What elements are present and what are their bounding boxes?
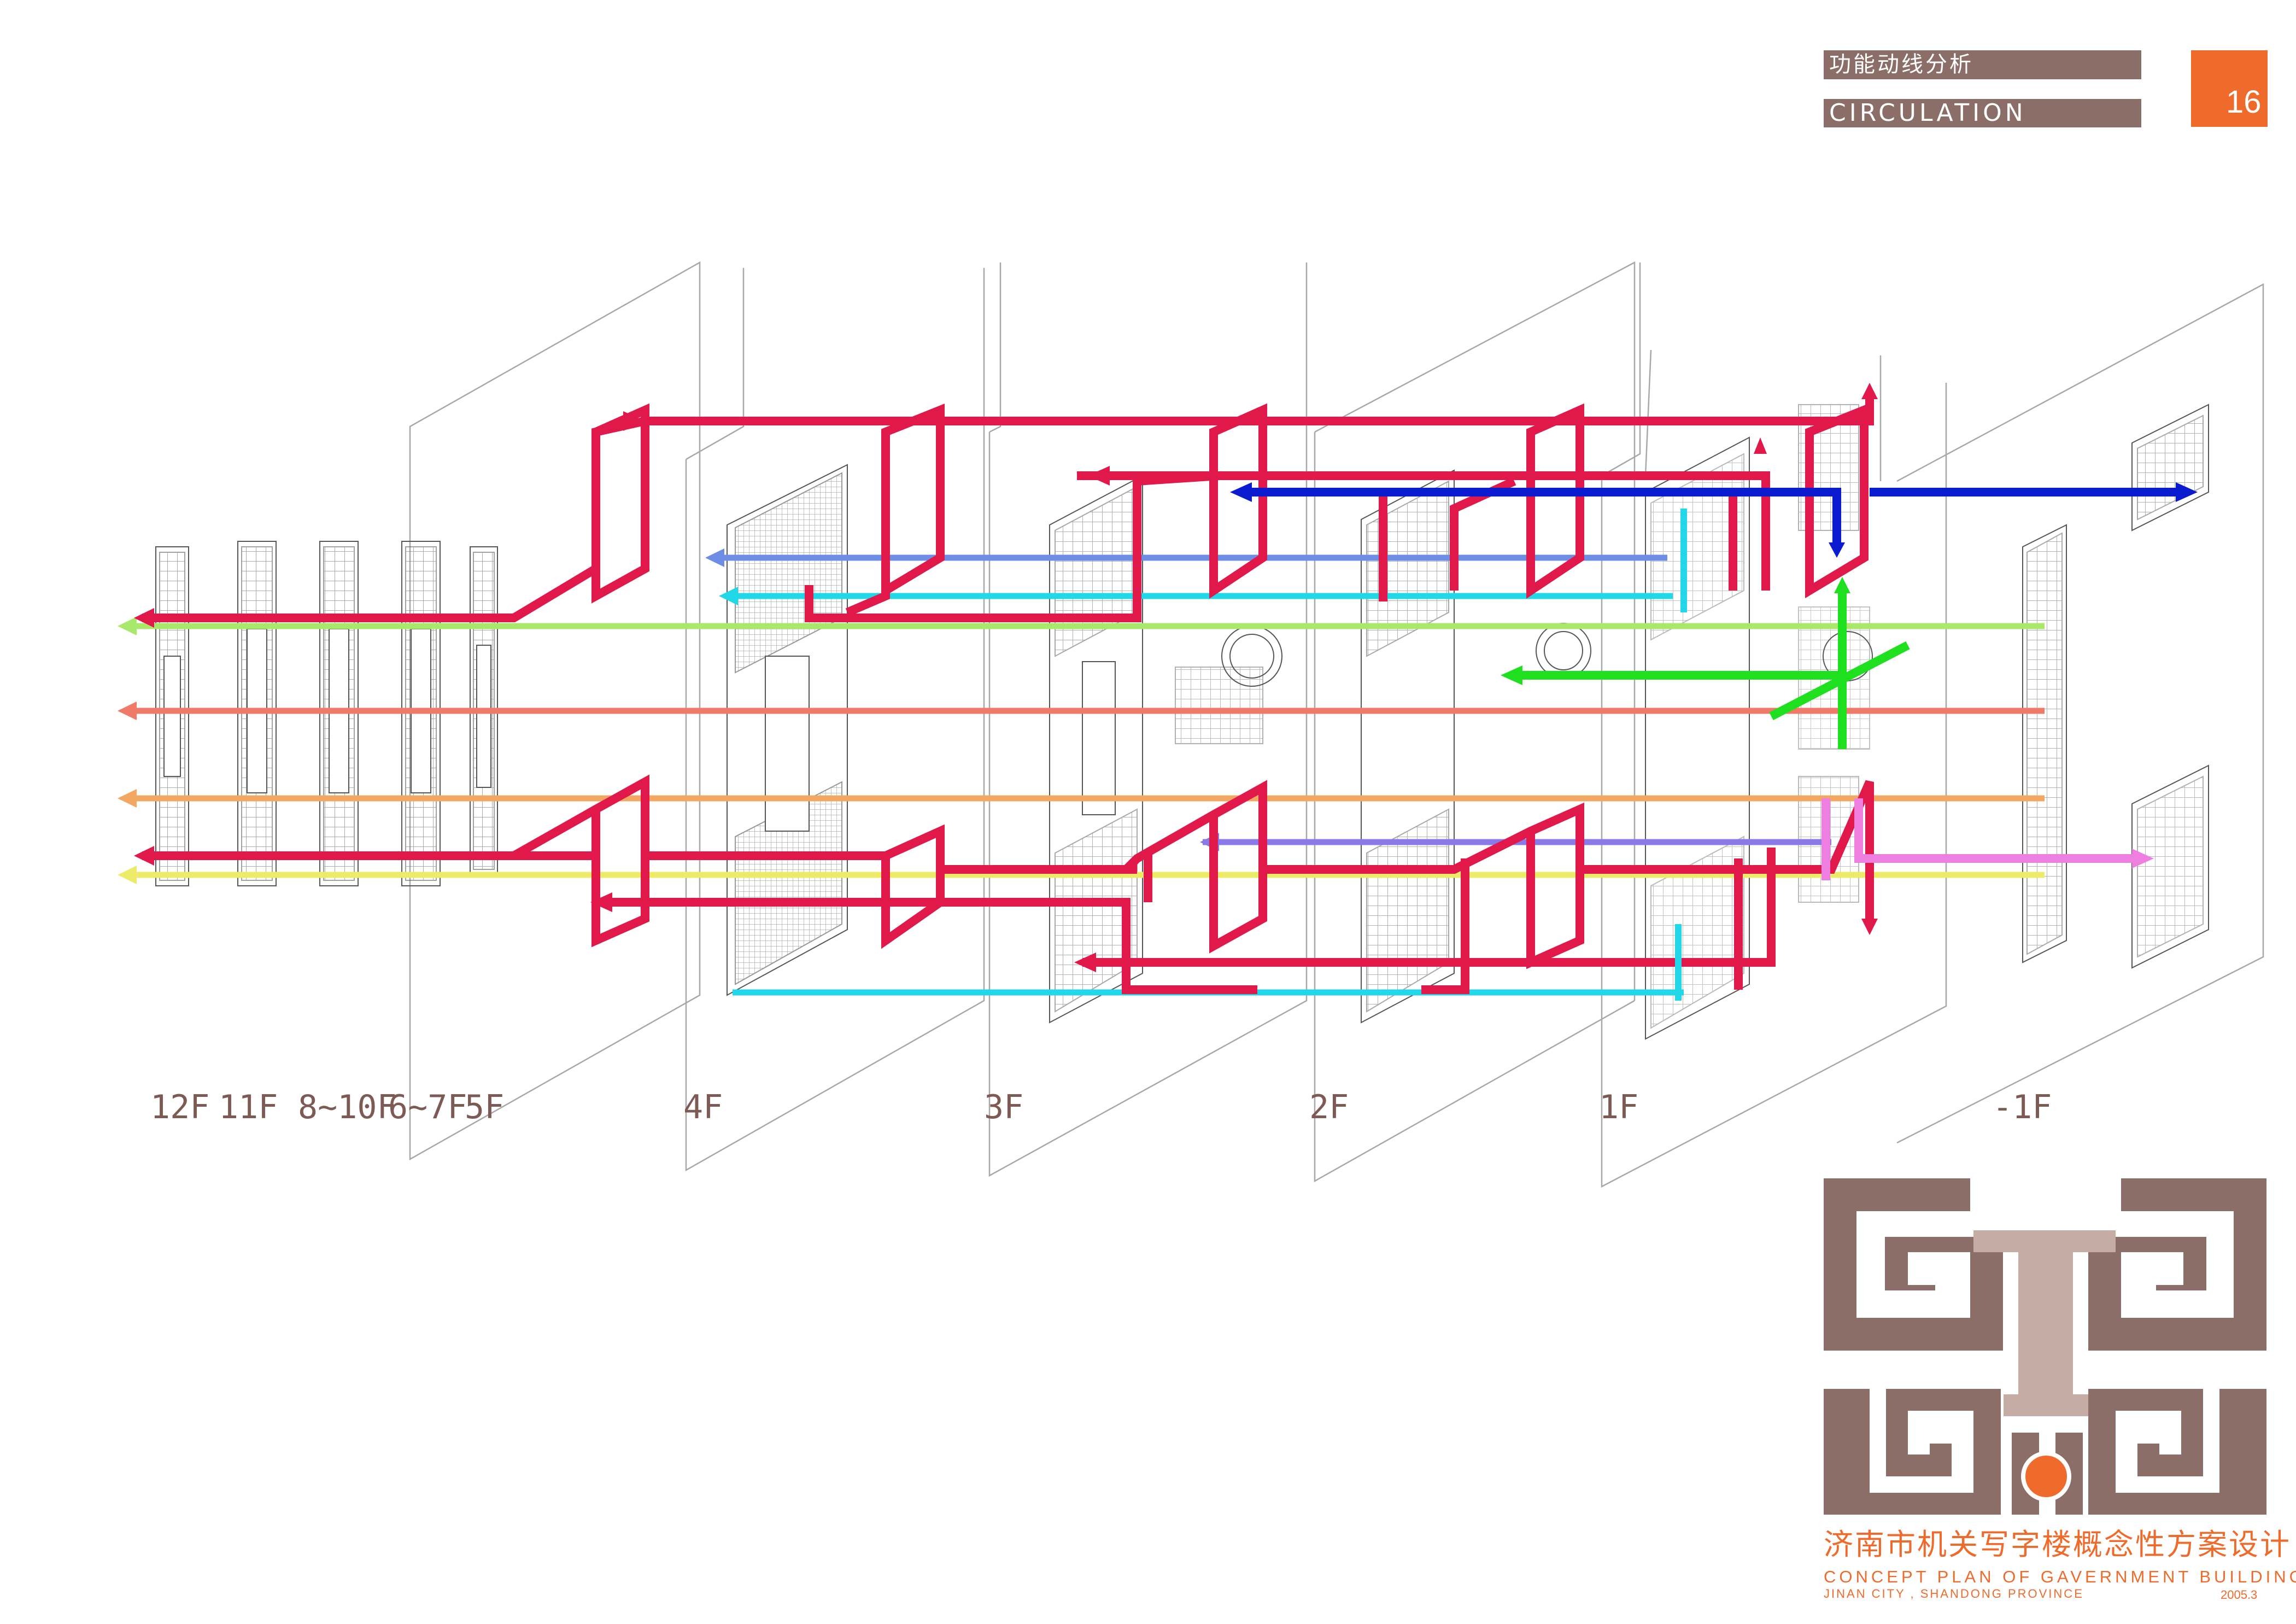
floor-label-11f: 11F <box>219 1088 278 1126</box>
arrow-blue-light-left <box>705 548 724 567</box>
floor-label-2f: 2F <box>1309 1088 1349 1126</box>
arrow-salmon-left <box>118 702 137 720</box>
floor-plan-12f <box>155 546 189 886</box>
floor-label-5f: 5F <box>465 1088 505 1126</box>
circulation-path-cyan-vertical <box>1675 509 1687 1001</box>
circulation-main-lower <box>601 848 1776 994</box>
circulation-path-green <box>1520 585 1910 749</box>
floor-label-4f: 4F <box>683 1088 723 1126</box>
arrow-lime-left <box>118 617 137 635</box>
header-title-cn: 功能动线分析 <box>1824 50 2141 79</box>
circulation-main-middle <box>142 774 649 948</box>
header-title-en: CIRCULATION <box>1824 99 2141 127</box>
arrow-yellow-left <box>118 866 137 884</box>
project-date: 2005.3 <box>2221 1588 2258 1602</box>
circulation-path-blue <box>1246 488 2181 547</box>
floor-label-6-7f: 6~7F <box>388 1088 467 1126</box>
floor-label-b1f: -1F <box>1993 1088 2052 1126</box>
slab-1f <box>1601 262 1947 1188</box>
slab-3f <box>988 262 1308 1177</box>
floor-plan-b1f <box>2022 404 2209 969</box>
floor-label-3f: 3F <box>984 1088 1024 1126</box>
slab-b1f <box>1896 283 2264 1144</box>
floor-label-12f: 12F <box>150 1088 210 1126</box>
page-number-badge: 16 <box>2191 50 2268 127</box>
floor-label-8-10f: 8~10F <box>298 1088 397 1126</box>
project-title-cn: 济南市机关写字楼概念性方案设计 <box>1824 1527 2291 1562</box>
slab-4f <box>685 268 985 1172</box>
slab-2f <box>1314 261 1636 1183</box>
arrow-orange-left <box>118 789 137 808</box>
floor-label-1f: 1F <box>1599 1088 1639 1126</box>
circulation-path-pink <box>1821 798 2137 880</box>
project-title-en: CONCEPT PLAN OF GAVERNMENT BUILDING <box>1824 1567 2296 1586</box>
slab-5f <box>409 261 701 1161</box>
arrow-cyan-left <box>719 587 738 605</box>
project-location: JINAN CITY , SHANDONG PROVINCE <box>1824 1587 2084 1600</box>
